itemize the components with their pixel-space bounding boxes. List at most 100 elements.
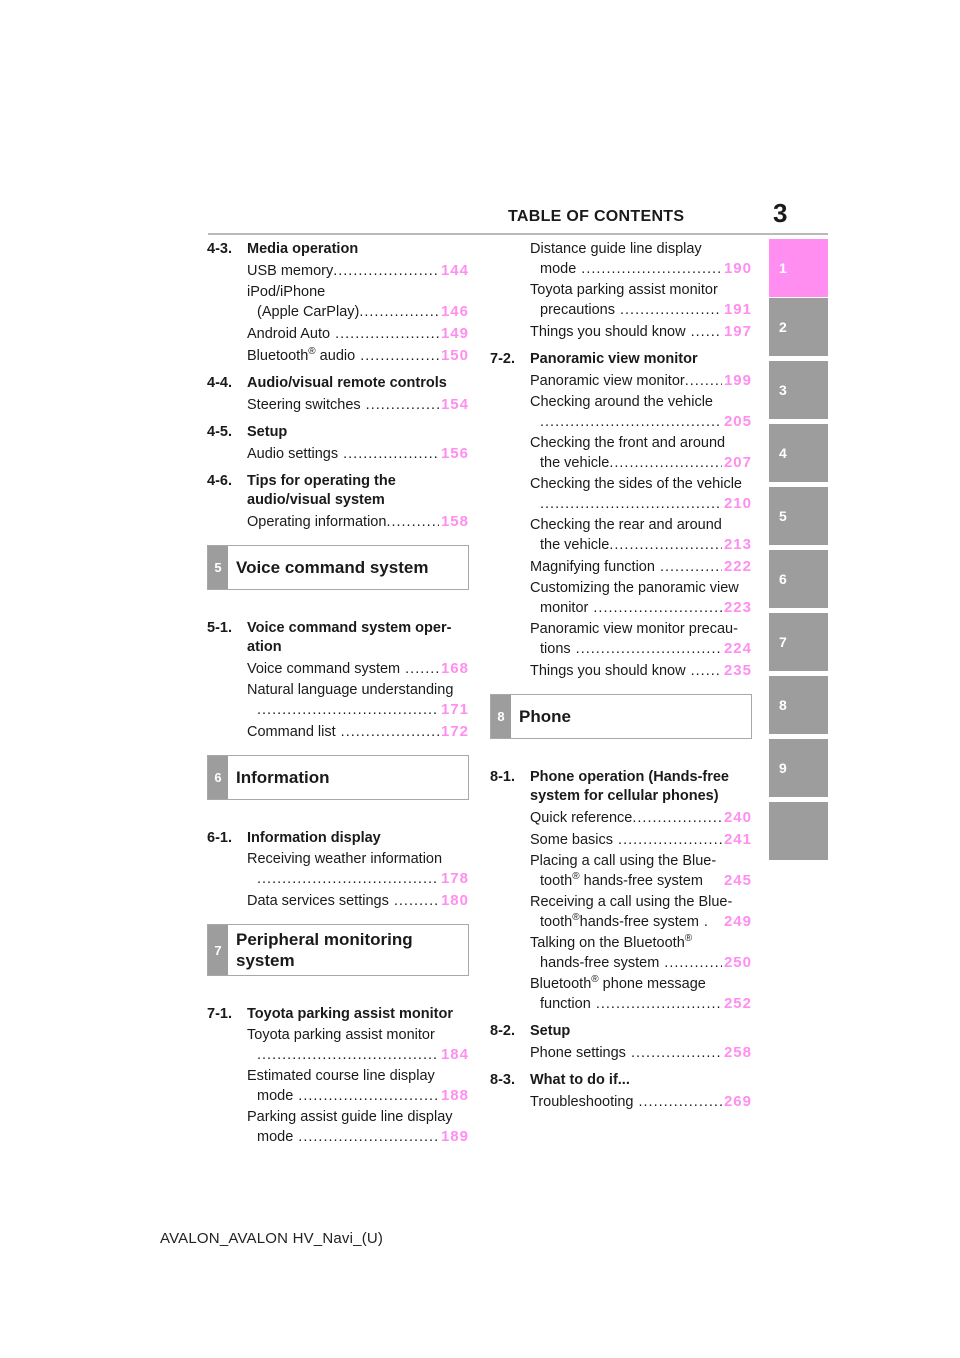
- page-link: 249: [723, 913, 752, 930]
- header-divider: [208, 233, 828, 235]
- chapter-tab-8[interactable]: 8: [769, 676, 828, 734]
- page-link: 189: [440, 1128, 469, 1145]
- toc-entry[interactable]: Receiving a call using the Blue-tooth®ha…: [530, 894, 752, 930]
- chapter-tab-blank[interactable]: [769, 802, 828, 860]
- toc-entry[interactable]: Magnifying function ....................…: [530, 558, 752, 575]
- toc-entry[interactable]: Things you should know .................…: [530, 662, 752, 679]
- page-link: 180: [440, 892, 469, 909]
- chapter-tab-7[interactable]: 7: [769, 613, 828, 671]
- toc-entry[interactable]: Receiving weather information...........…: [247, 851, 469, 887]
- toc-entry[interactable]: Things you should know .................…: [530, 323, 752, 340]
- chapter-tab-1[interactable]: 1: [769, 239, 828, 297]
- chapter-tab-2[interactable]: 2: [769, 298, 828, 356]
- page-link: 258: [723, 1044, 752, 1061]
- toc-entry[interactable]: Android Auto ...........................…: [247, 325, 469, 342]
- toc-entry[interactable]: Placing a call using the Blue-tooth® han…: [530, 853, 752, 889]
- page-link: 223: [723, 599, 752, 616]
- toc-column-left: 4-3.Media operation USB memory..........…: [207, 240, 469, 1149]
- toc-entry[interactable]: Panoramic view monitor..................…: [530, 372, 752, 389]
- page-link: 156: [440, 445, 469, 462]
- page-link: 149: [440, 325, 469, 342]
- toc-entry[interactable]: Talking on the Bluetooth®hands-free syst…: [530, 933, 752, 971]
- page-link: 172: [440, 723, 469, 740]
- page-link: 252: [723, 995, 752, 1012]
- toc-entry[interactable]: Natural language understanding..........…: [247, 682, 469, 718]
- page-title: TABLE OF CONTENTS: [508, 208, 685, 225]
- toc-entry[interactable]: USB memory..............................…: [247, 262, 469, 279]
- chapter-tab-6[interactable]: 6: [769, 550, 828, 608]
- section-heading: 4-6.Tips for operating the audio/visual …: [207, 473, 396, 508]
- toc-entry[interactable]: Panoramic view monitor precau-tions ....…: [530, 621, 752, 657]
- page-link: 171: [440, 701, 469, 718]
- footer-manual-id: AVALON_AVALON HV_Navi_(U): [160, 1230, 384, 1247]
- toc-entry[interactable]: Audio settings .........................…: [247, 445, 469, 462]
- toc-entry[interactable]: Voice command system ...................…: [247, 660, 469, 677]
- section-heading: 7-2.Panoramic view monitor: [490, 351, 698, 367]
- chapter-title: Voice command system: [236, 558, 429, 577]
- toc-entry[interactable]: Phone settings .........................…: [530, 1044, 752, 1061]
- chapter-tab-5[interactable]: 5: [769, 487, 828, 545]
- toc-entry[interactable]: Troubleshooting ........................…: [530, 1093, 752, 1110]
- section-heading: 8-3.What to do if...: [490, 1072, 630, 1088]
- page-link: 150: [440, 347, 469, 364]
- page-link: 178: [440, 870, 469, 887]
- page-link: 222: [723, 558, 752, 575]
- page-link: 190: [723, 260, 752, 277]
- chapter-title: Information: [236, 768, 330, 787]
- toc-entry[interactable]: Command list ...........................…: [247, 723, 469, 740]
- page-number: 3: [773, 198, 788, 228]
- toc-entry[interactable]: iPod/iPhone(Apple CarPlay)..............…: [247, 284, 469, 320]
- chapter-tab-9[interactable]: 9: [769, 739, 828, 797]
- section-heading: 5-1.Voice command system oper-ation: [207, 620, 452, 655]
- toc-entry[interactable]: Checking around the vehicle.............…: [530, 394, 752, 430]
- chapter-tab-3[interactable]: 3: [769, 361, 828, 419]
- section-heading: 4-4.Audio/visual remote controls: [207, 375, 447, 391]
- page-link: 146: [440, 303, 469, 320]
- page-link: 207: [723, 454, 752, 471]
- toc-entry[interactable]: Quick reference.........................…: [530, 809, 752, 826]
- page-link: 188: [440, 1087, 469, 1104]
- section-heading: 4-3.Media operation: [207, 241, 359, 257]
- toc-entry[interactable]: Operating information...................…: [247, 513, 469, 530]
- toc-entry[interactable]: Toyota parking assist monitor...........…: [247, 1027, 469, 1063]
- chapter-title: Phone: [519, 707, 571, 726]
- chapter-tab-4[interactable]: 4: [769, 424, 828, 482]
- section-heading: 8-1.Phone operation (Hands-free system f…: [490, 769, 729, 804]
- toc-entry[interactable]: Data services settings .................…: [247, 892, 469, 909]
- page-link: 191: [723, 301, 752, 318]
- page-link: 158: [440, 513, 469, 530]
- page-link: 235: [723, 662, 752, 679]
- toc-entry[interactable]: Bluetooth® audio .......................…: [247, 346, 469, 364]
- page-link: 245: [723, 872, 752, 889]
- chapter-title: Peripheral monitoring system: [236, 930, 413, 970]
- section-heading: 7-1.Toyota parking assist monitor: [207, 1006, 453, 1022]
- page-link: 199: [723, 372, 752, 389]
- page-link: 240: [723, 809, 752, 826]
- toc-entry[interactable]: Checking the sides of the vehicle.......…: [530, 476, 752, 512]
- page-link: 184: [440, 1046, 469, 1063]
- page-link: 144: [440, 262, 469, 279]
- section-heading: 4-5.Setup: [207, 424, 288, 440]
- toc-entry[interactable]: Steering switches ......................…: [247, 396, 469, 413]
- page-link: 241: [723, 831, 752, 848]
- toc-entry[interactable]: Some basics ............................…: [530, 831, 752, 848]
- section-heading: 8-2.Setup: [490, 1023, 571, 1039]
- page-link: 213: [723, 536, 752, 553]
- page-link: 154: [440, 396, 469, 413]
- page-link: 269: [723, 1093, 752, 1110]
- section-heading: 6-1.Information display: [207, 830, 381, 846]
- page-link: 205: [723, 413, 752, 430]
